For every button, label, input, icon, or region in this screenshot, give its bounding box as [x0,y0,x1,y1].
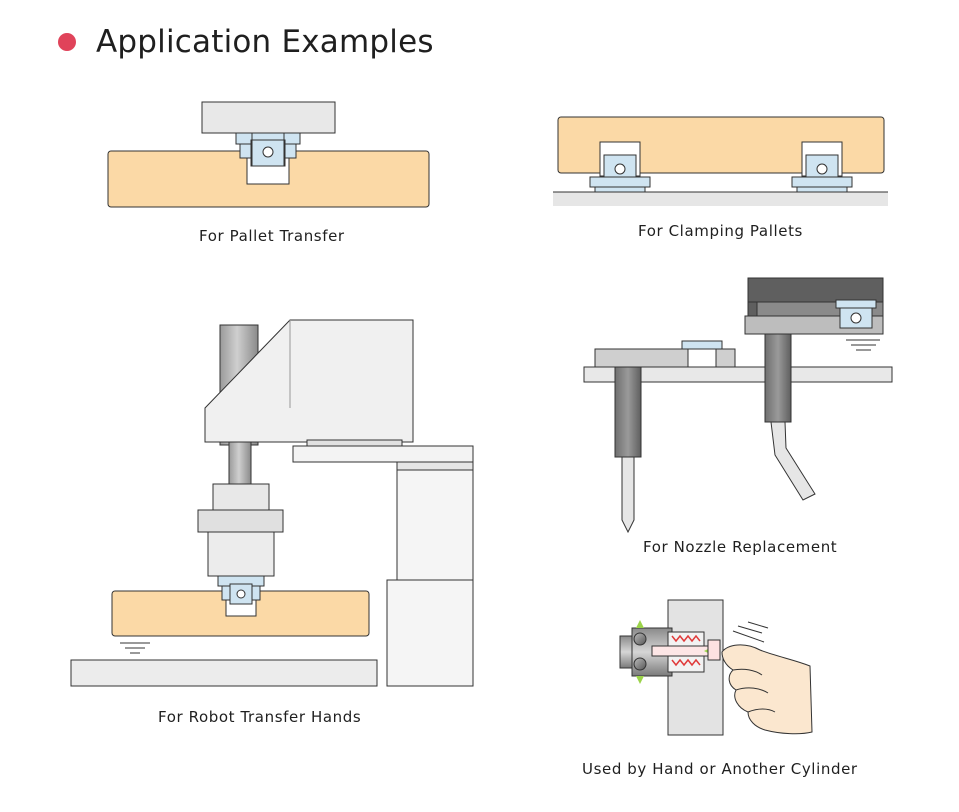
section-header: Application Examples [58,22,434,62]
hand-or-cylinder-diagram [619,599,813,736]
caption-nozzle-replacement: For Nozzle Replacement [643,538,838,556]
pallet-transfer-diagram [107,101,430,208]
caption-pallet-transfer: For Pallet Transfer [199,227,345,245]
bullet-dot-icon [58,33,76,51]
caption-robot-transfer-hands: For Robot Transfer Hands [158,708,362,726]
robot-transfer-hands-diagram [70,319,474,687]
page-title: Application Examples [96,24,434,60]
caption-clamping-pallets: For Clamping Pallets [638,222,803,240]
nozzle-replacement-diagram [583,277,893,534]
caption-hand-or-cylinder: Used by Hand or Another Cylinder [582,760,858,778]
clamping-pallets-diagram [553,116,888,206]
